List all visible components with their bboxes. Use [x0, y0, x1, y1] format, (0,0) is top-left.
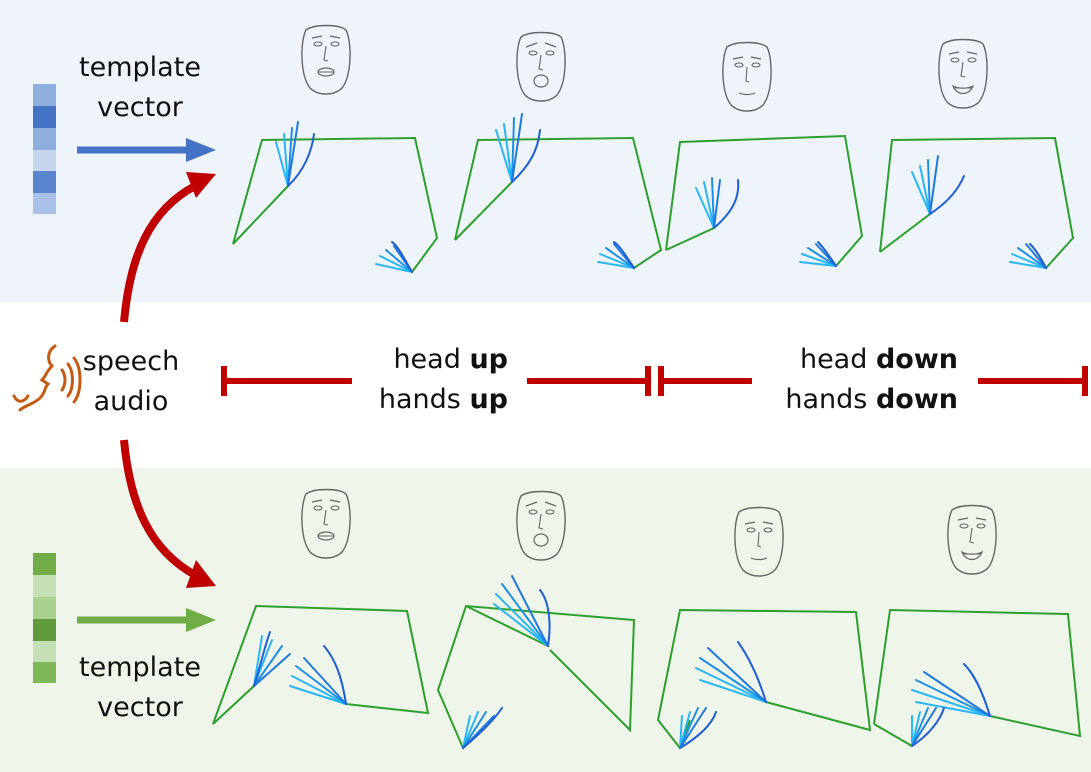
segment-1-line1: head up [356, 340, 508, 380]
pose-figure [656, 608, 872, 749]
bottom-template-label-line1: template [79, 652, 201, 683]
vector-cell [33, 641, 56, 662]
segment-2-line2-bold: down [875, 384, 958, 415]
speech-audio-label-line1: speech [82, 346, 180, 377]
vector-cell [33, 150, 56, 171]
speech-audio-label-line2: audio [93, 386, 169, 417]
pose-figure [879, 136, 1075, 269]
pose-figure [873, 608, 1082, 747]
vector-cell [33, 575, 56, 597]
segment-1-label: head up hands up [356, 340, 508, 420]
face-icon [301, 24, 351, 95]
segment-1-line2: hands up [356, 380, 508, 420]
top-template-label-line1: template [79, 52, 201, 83]
segment-2-line1: head down [758, 340, 958, 380]
face-icon [516, 490, 566, 561]
segment-1-line1-text: head [393, 344, 470, 375]
vector-cell [33, 619, 56, 641]
face-icon [722, 41, 772, 112]
red-curved-arrow-down [120, 439, 216, 588]
segment-1-line2-bold: up [469, 384, 508, 415]
face-icon [947, 504, 997, 575]
timeline-segment-2 [658, 366, 1088, 396]
face-icon [516, 31, 566, 102]
vector-cell [33, 597, 56, 619]
pose-figure [232, 121, 439, 273]
segment-2-line1-bold: down [875, 344, 958, 375]
vector-cell [33, 662, 56, 683]
segment-2-line2-text: hands [785, 384, 876, 415]
face-icon [734, 506, 784, 577]
vector-cell [33, 553, 56, 575]
bottom-template-label: template vector [70, 648, 210, 728]
red-curved-arrow-up [120, 172, 216, 323]
top-template-vector [33, 84, 56, 214]
pose-figure [665, 134, 864, 267]
vector-cell [33, 171, 56, 193]
top-template-label: template vector [70, 48, 210, 128]
pose-figure [212, 604, 430, 725]
bottom-template-vector [33, 553, 56, 683]
bottom-template-label-line2: vector [97, 692, 183, 723]
face-icon [938, 38, 988, 109]
vector-cell [33, 128, 56, 150]
top-template-label-line2: vector [97, 92, 183, 123]
pose-figure [436, 575, 636, 749]
segment-1-line1-bold: up [469, 344, 508, 375]
speech-audio-label: speech audio [76, 342, 186, 422]
segment-2-line1-text: head [799, 344, 876, 375]
speaking-head-icon [12, 344, 82, 412]
blue-arrow [77, 138, 216, 162]
segment-1-line2-text: hands [378, 384, 470, 415]
vector-cell [33, 193, 56, 214]
vector-cell [33, 84, 56, 106]
segment-2-label: head down hands down [758, 340, 958, 420]
vector-cell [33, 106, 56, 128]
green-arrow [77, 608, 216, 632]
face-icon [301, 488, 351, 559]
segment-2-line2: hands down [758, 380, 958, 420]
pose-figure [454, 113, 663, 269]
timeline-segment-1 [221, 366, 651, 396]
